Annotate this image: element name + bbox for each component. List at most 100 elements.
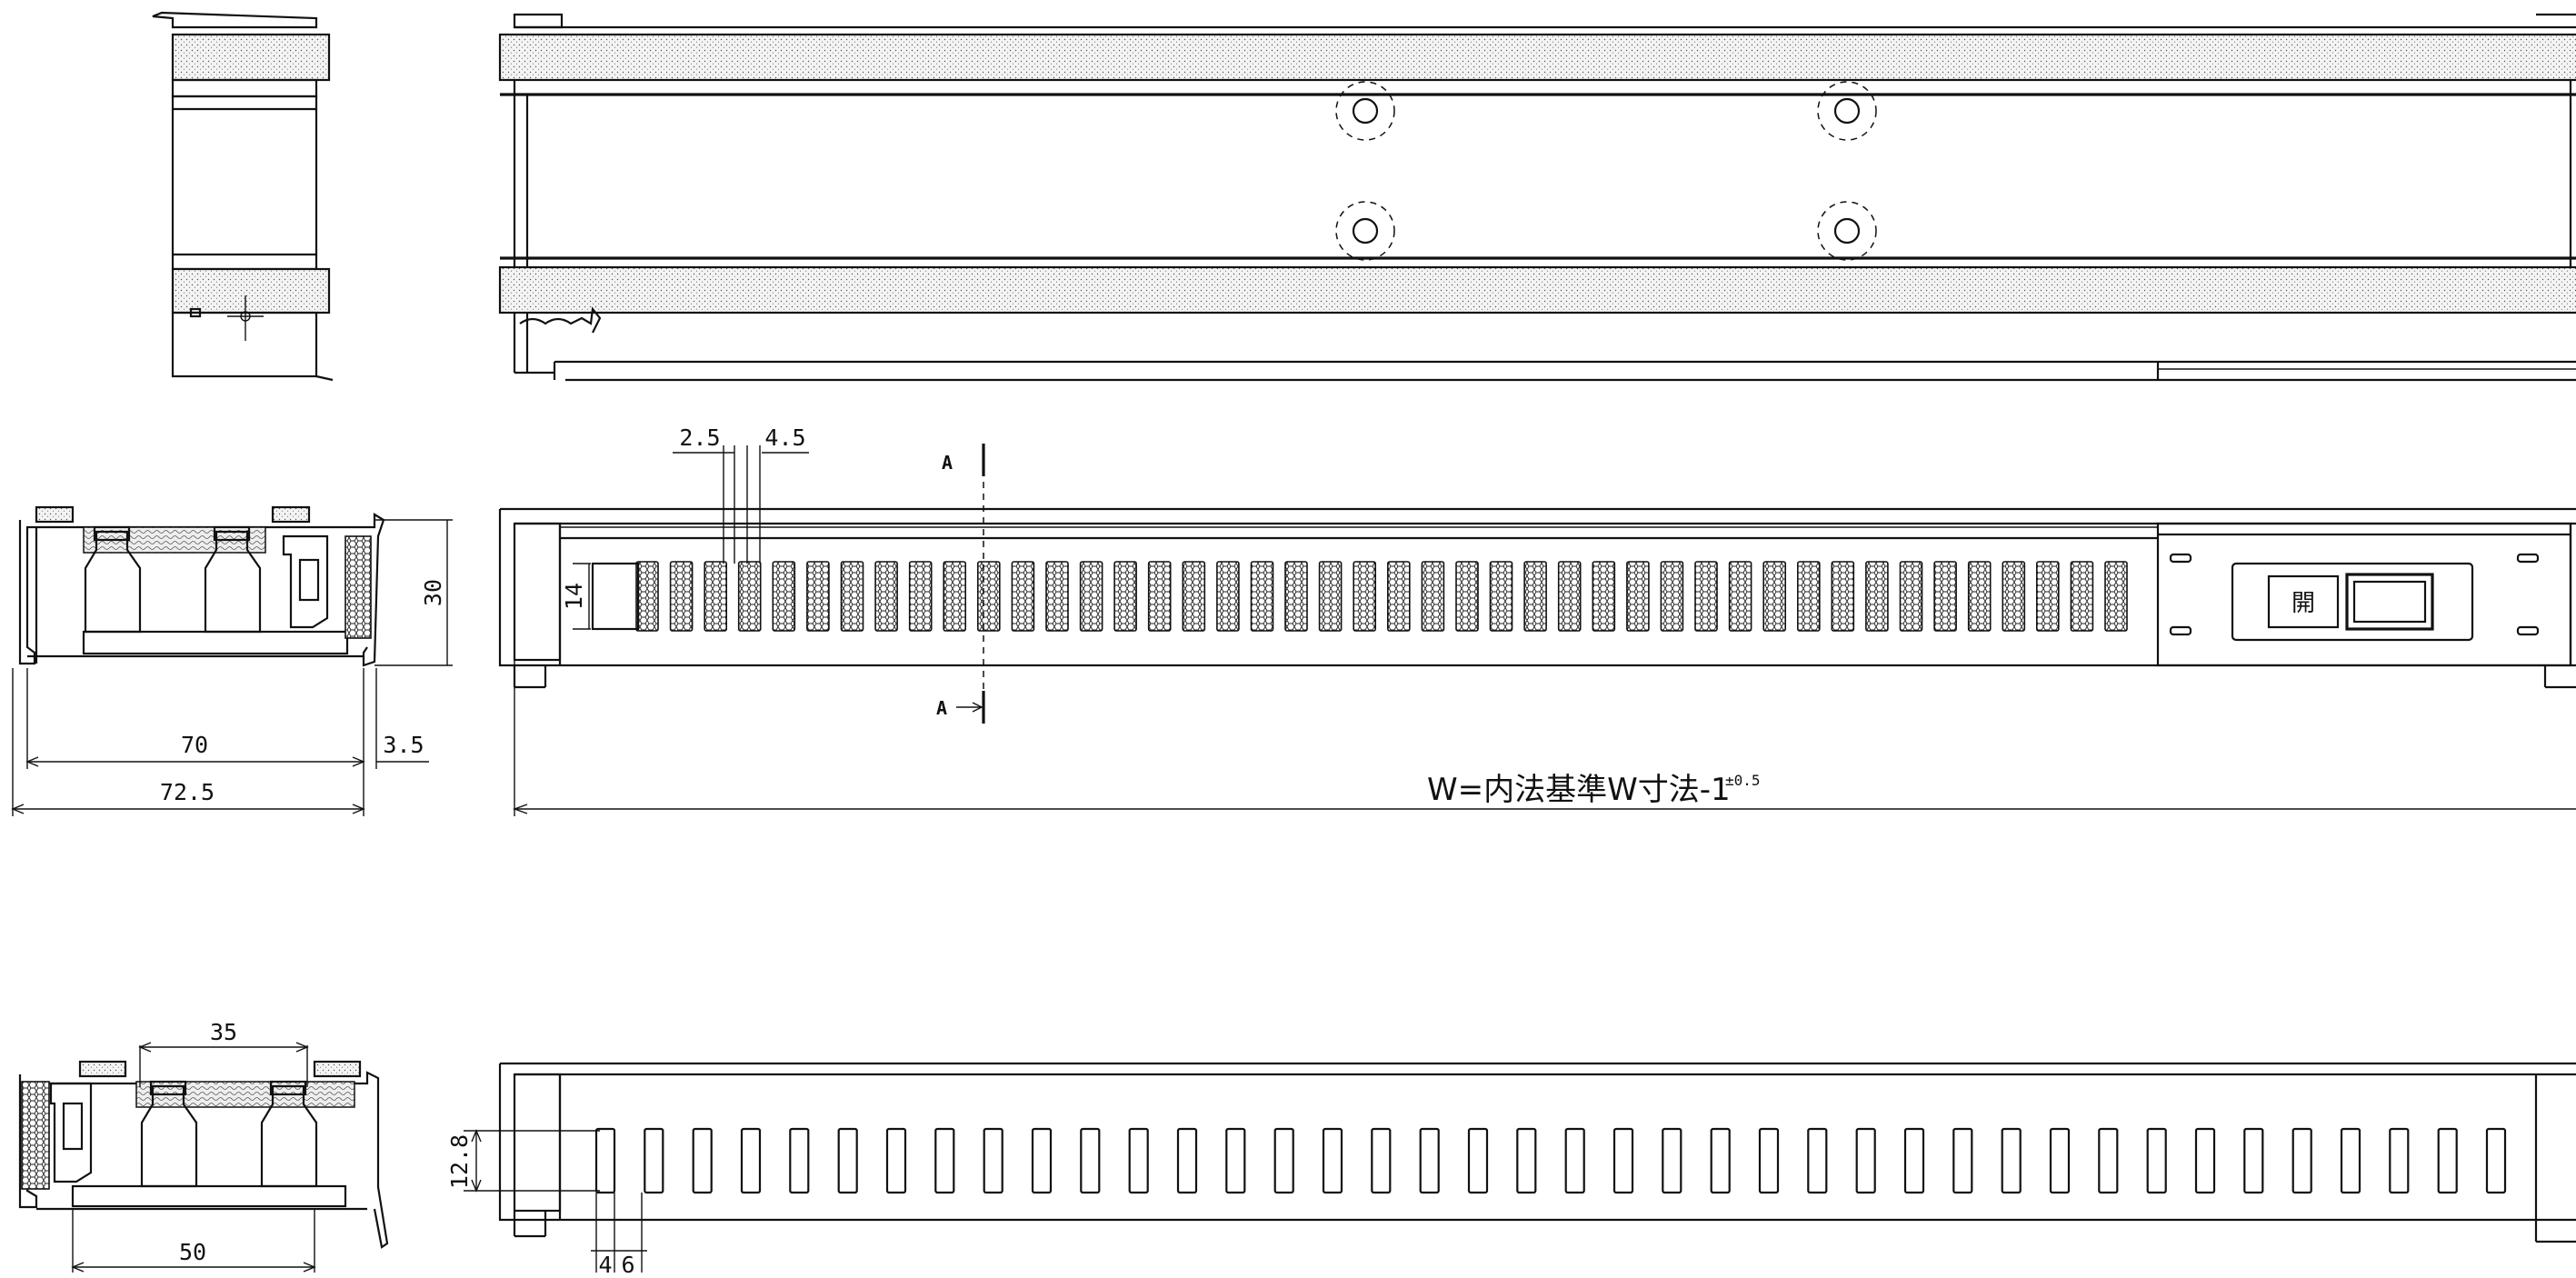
switch-label: 開 [2291, 590, 2315, 617]
vent-slot [1113, 561, 1137, 632]
vent-slot [1421, 561, 1445, 632]
vent-slot [1147, 561, 1172, 632]
vent-slot [977, 561, 1001, 632]
dim-35: 35 [210, 1019, 237, 1045]
rear-slot [1952, 1127, 1973, 1194]
end-view [152, 11, 334, 382]
rear-section [18, 1060, 389, 1249]
rear-slot [2001, 1127, 2022, 1194]
dim-height: 30 [420, 579, 446, 606]
vent-slot [1387, 561, 1411, 632]
mounting-hole-icon [1817, 201, 1877, 261]
vent-slot [943, 561, 966, 632]
rear-slot [1662, 1127, 1682, 1194]
rear-slot [1371, 1127, 1392, 1194]
spring-icon [519, 306, 602, 334]
front-view: 開 [498, 507, 2576, 689]
plan-lower-seal [498, 265, 2576, 315]
vent-slot [704, 561, 728, 632]
cross-section [18, 505, 385, 667]
dim-2-5: 2.5 [679, 424, 720, 451]
vent-slot [1523, 561, 1547, 632]
vent-slot [806, 561, 830, 632]
rear-slot [644, 1127, 664, 1194]
vent-slot [1182, 561, 1206, 632]
rear-slot [1031, 1127, 1053, 1194]
rear-slot [2146, 1127, 2167, 1194]
rear-slot [1516, 1127, 1537, 1194]
vent-slot [1216, 561, 1240, 632]
vent-slot [635, 561, 659, 632]
rear-slot [1612, 1127, 1634, 1194]
vent-slot [737, 561, 762, 632]
vent-slot [1011, 561, 1035, 632]
cross-section-dimensions: 30 70 3.5 72.5 [11, 519, 453, 816]
lower-seal-strip [171, 267, 331, 315]
vent-slot [1762, 561, 1786, 632]
switch-panel [2156, 522, 2572, 667]
vent-slot [908, 561, 933, 632]
dim-14: 14 [561, 583, 587, 610]
vent-slot [1592, 561, 1616, 632]
dim-12-8: 12.8 [446, 1134, 473, 1189]
rear-slot [2291, 1127, 2312, 1194]
rear-slot [1080, 1127, 1101, 1194]
rear-slot [2098, 1127, 2119, 1194]
rear-slot [1855, 1127, 1876, 1194]
vent-slot [1694, 561, 1718, 632]
section-mark-bottom: A [936, 697, 947, 719]
rear-view-dimensions: 12.8 4 6 [446, 1129, 647, 1278]
width-tolerance: ±0.5 [1725, 772, 1761, 789]
rear-slot [885, 1127, 907, 1194]
rear-slot [2340, 1127, 2361, 1194]
vent-slot [1933, 561, 1957, 632]
mounting-hole-icon [1335, 81, 1395, 141]
vent-slot [1831, 561, 1855, 632]
rear-slot [1564, 1127, 1585, 1194]
vent-slot [1728, 561, 1752, 632]
vent-slot [1626, 561, 1650, 632]
rear-slot [2049, 1127, 2071, 1194]
rear-slot [692, 1127, 713, 1194]
plan-upper-seal [498, 33, 2576, 82]
dim-4-5: 4.5 [764, 424, 805, 451]
vent-slot [1865, 561, 1889, 632]
vent-slot [1557, 561, 1582, 632]
rear-slot [2194, 1127, 2216, 1194]
rear-slot [1128, 1127, 1149, 1194]
vent-slot [1045, 561, 1069, 632]
rear-slot [1758, 1127, 1780, 1194]
dim-3-5: 3.5 [383, 732, 424, 758]
vent-slot [669, 561, 694, 632]
front-view-dimensions: 2.5 4.5 14 A A W=内法基準W寸法-1 ±0.5 [512, 424, 2576, 816]
vent-slot [2002, 561, 2026, 632]
end-view-body [171, 95, 318, 271]
rear-slot [2243, 1127, 2264, 1194]
dim-50: 50 [179, 1239, 206, 1265]
rear-slot [594, 1127, 616, 1194]
rear-view [498, 1062, 2576, 1243]
upper-seal-strip [171, 33, 331, 82]
vent-slot [1079, 561, 1103, 632]
vent-slot [1967, 561, 1992, 632]
rear-slot [789, 1127, 810, 1194]
rear-slot [1322, 1127, 1343, 1194]
switch-button[interactable] [2345, 573, 2434, 631]
rear-slot [1176, 1127, 1198, 1194]
vent-slot [1899, 561, 1923, 632]
mounting-hole-icon [1817, 81, 1877, 141]
dim-72-5: 72.5 [160, 779, 215, 805]
rear-vent-slots [594, 1127, 2507, 1194]
rear-slot [1903, 1127, 1925, 1194]
vent-slot [1489, 561, 1513, 632]
vent-slot [1284, 561, 1308, 632]
vent-slot [1318, 561, 1343, 632]
front-vent-slots [635, 561, 2128, 632]
rear-section-dimensions: 35 50 [71, 1019, 316, 1273]
rear-slot [2389, 1127, 2410, 1194]
rear-slot [1710, 1127, 1731, 1194]
vent-slot [1250, 561, 1274, 632]
rear-slot [1225, 1127, 1246, 1194]
vent-slot [1353, 561, 1376, 632]
